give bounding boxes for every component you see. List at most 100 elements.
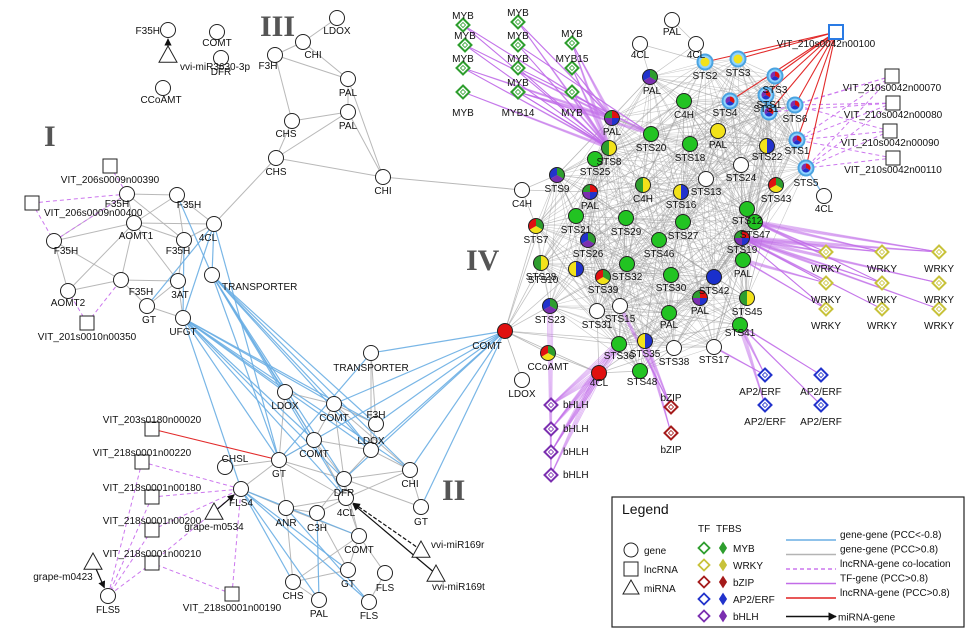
node-f3h3[interactable]: [267, 47, 283, 63]
node-sts30[interactable]: [663, 267, 679, 283]
node-sts12[interactable]: [739, 201, 755, 217]
node-cl4e[interactable]: [688, 36, 704, 52]
tf-node-wrky[interactable]: [931, 244, 947, 260]
node-mir169t[interactable]: [426, 563, 446, 582]
tf-node-myb[interactable]: [564, 60, 580, 76]
node-sts16[interactable]: [673, 184, 689, 200]
node-comt2a[interactable]: [326, 396, 342, 412]
node-sts29[interactable]: [618, 210, 634, 226]
tf-node-myb[interactable]: [564, 35, 580, 51]
node-l220[interactable]: [134, 454, 150, 470]
tf-node-ap2[interactable]: [813, 397, 829, 413]
node-mir3630[interactable]: [158, 44, 178, 63]
node-pal3a[interactable]: [340, 71, 356, 87]
node-sts17[interactable]: [706, 339, 722, 355]
node-sts2[interactable]: [696, 53, 714, 71]
node-cl4a[interactable]: [206, 216, 222, 232]
node-pal4d[interactable]: [582, 184, 598, 200]
tf-node-myb[interactable]: [510, 84, 526, 100]
node-sts36[interactable]: [611, 336, 627, 352]
node-dfr_top[interactable]: [213, 50, 229, 66]
node-fls5[interactable]: [100, 588, 116, 604]
tf-node-bhlh[interactable]: [543, 421, 559, 437]
node-ldox3[interactable]: [329, 10, 345, 26]
tf-node-myb[interactable]: [564, 84, 580, 100]
node-sts35[interactable]: [637, 333, 653, 349]
node-m0423[interactable]: [83, 551, 103, 570]
node-c4h4a[interactable]: [676, 93, 692, 109]
node-v070[interactable]: [884, 68, 900, 84]
node-fls2b[interactable]: [361, 594, 377, 610]
tf-node-wrky[interactable]: [874, 275, 890, 291]
node-sts39[interactable]: [595, 269, 611, 285]
node-aomt2[interactable]: [60, 283, 76, 299]
node-sts28[interactable]: [533, 255, 549, 271]
node-l210[interactable]: [144, 555, 160, 571]
node-sts21[interactable]: [568, 208, 584, 224]
node-sts38[interactable]: [666, 340, 682, 356]
node-f35h1b[interactable]: [169, 187, 185, 203]
tf-node-wrky[interactable]: [818, 244, 834, 260]
node-comt4[interactable]: [497, 323, 513, 339]
node-chi3b[interactable]: [375, 169, 391, 185]
node-sts1b[interactable]: [760, 103, 778, 121]
node-sts5[interactable]: [797, 159, 815, 177]
node-cl4b[interactable]: [338, 490, 354, 506]
node-ldox2a[interactable]: [277, 384, 293, 400]
tf-node-bzip[interactable]: [663, 425, 679, 441]
node-cl4f[interactable]: [816, 188, 832, 204]
node-chs3b[interactable]: [268, 150, 284, 166]
node-pal2[interactable]: [311, 592, 327, 608]
node-v080[interactable]: [885, 95, 901, 111]
tf-node-ap2[interactable]: [757, 397, 773, 413]
node-l350[interactable]: [79, 315, 95, 331]
tf-node-myb[interactable]: [510, 14, 526, 30]
tf-node-wrky[interactable]: [874, 244, 890, 260]
node-sts1c[interactable]: [788, 131, 806, 149]
node-at3[interactable]: [170, 273, 186, 289]
node-chsl[interactable]: [217, 459, 233, 475]
node-sts3b[interactable]: [766, 67, 784, 85]
node-pal4f[interactable]: [661, 305, 677, 321]
node-l390[interactable]: [102, 158, 118, 174]
node-sts27[interactable]: [675, 214, 691, 230]
node-sts22[interactable]: [759, 138, 775, 154]
tf-node-myb[interactable]: [510, 60, 526, 76]
node-pal3b[interactable]: [340, 104, 356, 120]
node-sts32[interactable]: [619, 256, 635, 272]
node-pal_t[interactable]: [664, 12, 680, 28]
node-sts8[interactable]: [601, 140, 617, 156]
node-v090[interactable]: [882, 123, 898, 139]
node-sts13[interactable]: [698, 171, 714, 187]
node-f35h1e[interactable]: [113, 272, 129, 288]
node-fls2a[interactable]: [377, 565, 393, 581]
node-cl4d[interactable]: [632, 36, 648, 52]
node-aomt1[interactable]: [126, 215, 142, 231]
node-pal4c[interactable]: [710, 123, 726, 139]
node-f3h2[interactable]: [368, 416, 384, 432]
node-sts42[interactable]: [706, 269, 722, 285]
node-sts47[interactable]: [747, 214, 763, 230]
node-gt2c[interactable]: [340, 562, 356, 578]
node-ccoamt_top[interactable]: [155, 80, 171, 96]
node-v100[interactable]: [828, 24, 844, 40]
node-l190[interactable]: [224, 586, 240, 602]
node-sts46[interactable]: [651, 232, 667, 248]
node-sts10[interactable]: [568, 261, 584, 277]
node-c4h_out[interactable]: [514, 182, 530, 198]
tf-node-myb[interactable]: [455, 60, 471, 76]
node-gt2a[interactable]: [271, 452, 287, 468]
node-pal4g[interactable]: [692, 290, 708, 306]
node-sts18[interactable]: [682, 136, 698, 152]
tf-node-wrky[interactable]: [818, 301, 834, 317]
node-c3h[interactable]: [309, 505, 325, 521]
node-pal4e[interactable]: [735, 252, 751, 268]
tf-node-myb[interactable]: [510, 37, 526, 53]
node-sts15[interactable]: [612, 298, 628, 314]
node-pal4b[interactable]: [604, 110, 620, 126]
node-chs2[interactable]: [285, 574, 301, 590]
tf-node-bhlh[interactable]: [543, 467, 559, 483]
node-sts20[interactable]: [643, 126, 659, 142]
tf-node-bzip[interactable]: [663, 399, 679, 415]
node-sts43[interactable]: [768, 177, 784, 193]
